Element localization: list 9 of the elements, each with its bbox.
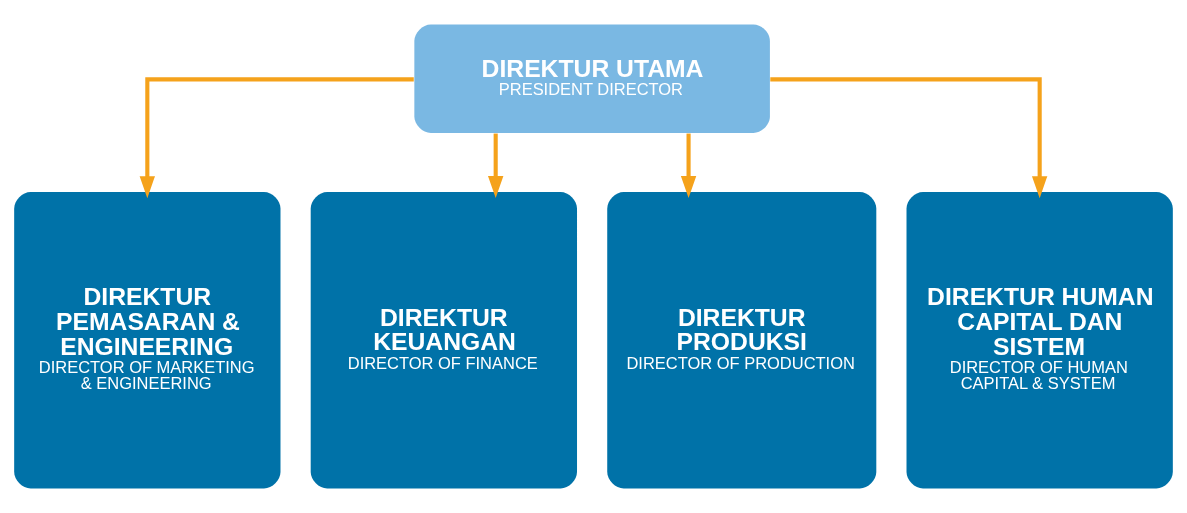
arrow	[139, 77, 414, 199]
node-box: DIREKTUR PEMASARAN & ENGINEERING DIRECTOR OF MARKETING & ENGINEERING	[14, 192, 281, 489]
node-box: DIREKTUR KEUANGAN DIRECTOR OF FINANCE	[310, 192, 578, 489]
arrow	[487, 133, 504, 198]
arrow	[680, 133, 697, 198]
node-box: DIREKTUR HUMAN CAPITAL DAN SISTEM DIRECTOR OF HUMAN CAPITAL & SYSTEM	[906, 192, 1173, 489]
node-box: DIREKTUR PRODUKSI DIRECTOR OF PRODUCTION	[607, 192, 877, 489]
arrow	[770, 77, 1048, 199]
node-box: DIREKTUR UTAMA PRESIDENT DIRECTOR	[414, 24, 770, 133]
